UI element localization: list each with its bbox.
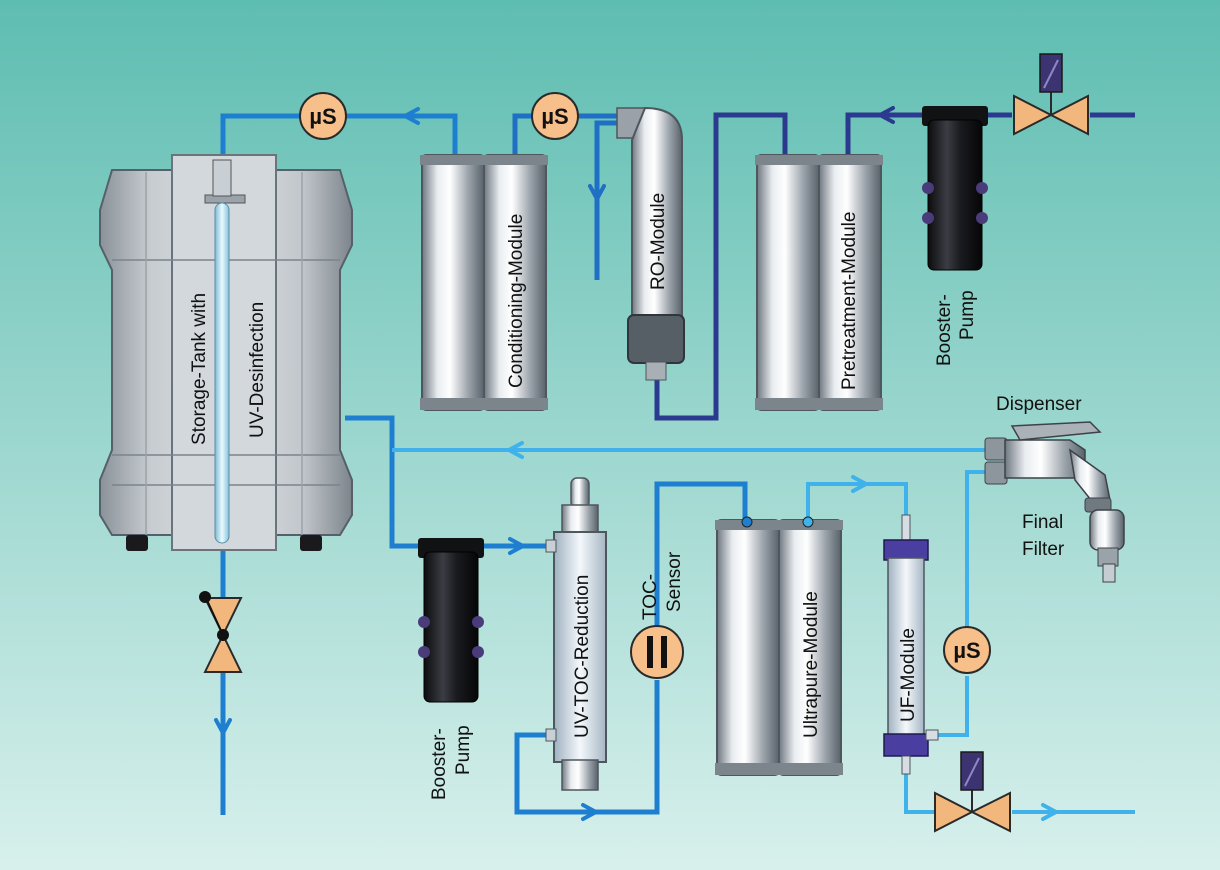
pipe-conditioning-to-us bbox=[345, 113, 458, 155]
pipe-tank-to-pump bbox=[345, 415, 420, 549]
conductivity-sensor-3: µS bbox=[943, 626, 991, 674]
toc-sensor-label-line1: TOC- bbox=[640, 574, 661, 620]
arrow-down-ro-drain bbox=[588, 184, 606, 201]
booster-pump-bottom-label-line2: Pump bbox=[453, 725, 474, 775]
arrow-right-to-uf bbox=[851, 475, 868, 493]
ultrapure-module bbox=[715, 516, 843, 776]
storage-tank-label-line1: Storage-Tank with bbox=[189, 293, 210, 445]
toc-sensor bbox=[630, 625, 684, 679]
final-filter-label-line2: Filter bbox=[1022, 539, 1065, 560]
booster-pump-bottom-label-line1: Booster- bbox=[429, 728, 450, 800]
final-filter-label-line1: Final bbox=[1022, 512, 1063, 533]
conductivity-sensor-1: µS bbox=[299, 92, 347, 140]
pipes bbox=[220, 112, 1135, 815]
conductivity-sensor-1-label: µS bbox=[309, 104, 336, 129]
pretreatment-module bbox=[755, 154, 883, 411]
pipe-pump-to-pretreatment bbox=[845, 112, 925, 155]
conditioning-module bbox=[420, 154, 548, 411]
conductivity-sensor-2: µS bbox=[531, 92, 579, 140]
pipe-us-to-tank bbox=[220, 113, 300, 160]
arrow-left-conditioning bbox=[403, 107, 420, 125]
pipe-uf-to-us bbox=[935, 676, 969, 737]
storage-tank bbox=[99, 154, 353, 551]
pipe-uv-loop bbox=[514, 680, 660, 815]
pipe-ultrapure-to-uf bbox=[806, 482, 908, 520]
pipe-ro-to-conditioning bbox=[512, 113, 617, 155]
uf-module bbox=[883, 514, 939, 775]
arrow-down-tank-drain bbox=[214, 718, 232, 735]
booster-pump-top-label-line2: Pump bbox=[957, 290, 978, 340]
toc-sensor-label-line2: Sensor bbox=[664, 551, 685, 612]
pipe-ro-drain bbox=[594, 120, 617, 280]
booster-pump-top bbox=[922, 106, 988, 271]
pretreatment-module-label: Pretreatment-Module bbox=[839, 212, 860, 390]
arrow-left-recirculation bbox=[507, 441, 524, 459]
uf-module-label: UF-Module bbox=[898, 628, 919, 722]
ultrapure-module-label: Ultrapure-Module bbox=[801, 591, 822, 738]
ro-module-label: RO-Module bbox=[648, 193, 669, 290]
storage-tank-label-line2: UV-Desinfection bbox=[247, 302, 268, 438]
pipe-uf-to-valve bbox=[904, 770, 935, 814]
inlet-solenoid-valve bbox=[1013, 53, 1089, 136]
arrow-right-outlet bbox=[1041, 803, 1058, 821]
pipe-pretreatment-to-ro bbox=[654, 112, 788, 421]
arrow-right-to-uv bbox=[508, 537, 525, 555]
pipe-toc-to-ultrapure bbox=[654, 481, 748, 625]
conductivity-sensor-3-label: µS bbox=[953, 638, 980, 663]
arrow-right-uv-loop bbox=[581, 803, 598, 821]
tank-drain-valve bbox=[199, 591, 243, 673]
uv-toc-reduction-unit bbox=[545, 477, 607, 791]
booster-pump-bottom bbox=[418, 538, 484, 703]
dispenser-label: Dispenser bbox=[996, 394, 1082, 415]
flow-arrows bbox=[214, 106, 1058, 821]
ro-module bbox=[616, 106, 685, 381]
dispenser bbox=[984, 421, 1125, 583]
conductivity-sensor-2-label: µS bbox=[541, 104, 568, 129]
booster-pump-top-label-line1: Booster- bbox=[934, 294, 955, 366]
conditioning-module-label: Conditioning-Module bbox=[506, 214, 527, 388]
uv-toc-reduction-label: UV-TOC-Reduction bbox=[572, 575, 593, 738]
outlet-solenoid-valve bbox=[934, 751, 1011, 833]
pipe-us-to-dispenser bbox=[965, 470, 985, 626]
arrow-left-pretreatment bbox=[878, 106, 895, 124]
